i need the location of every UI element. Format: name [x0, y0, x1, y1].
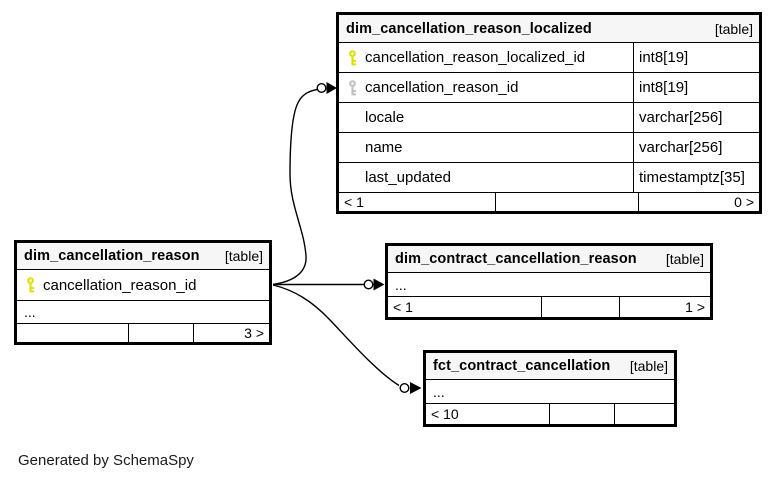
table-footer: < 1 1 > [388, 297, 710, 317]
column-row: cancellation_reason_id int8[19] [339, 73, 759, 103]
column-row: cancellation_reason_id [17, 270, 269, 301]
arrowhead-contract-reason [373, 278, 385, 291]
primary-key-icon [17, 277, 43, 293]
footer-mid [542, 297, 620, 317]
table-dim_cancellation_reason: dim_cancellation_reason [table] cancella… [14, 240, 272, 345]
table-title[interactable]: dim_cancellation_reason [24, 248, 200, 264]
table-type-tag: [table] [665, 251, 704, 267]
table-footer: 3 > [17, 324, 269, 342]
zero-cardinality-circle-contract-reason [363, 279, 374, 290]
table-type-tag: [table] [629, 358, 668, 374]
column-type: varchar[256] [633, 133, 759, 162]
table-type-tag: [table] [224, 248, 263, 264]
footer-children [615, 404, 674, 424]
footer-parents [17, 324, 129, 342]
footer-children: 3 > [244, 325, 264, 341]
arrowhead-localized [326, 82, 337, 94]
hidden-columns-ellipsis: ... [426, 380, 674, 404]
table-header[interactable]: fct_contract_cancellation [table] [426, 353, 674, 380]
table-header[interactable]: dim_contract_cancellation_reason [table] [388, 246, 710, 273]
hidden-columns-ellipsis: ... [17, 301, 269, 324]
footer-mid [550, 404, 615, 424]
column-type: varchar[256] [633, 103, 759, 132]
zero-cardinality-circle-fct [399, 383, 410, 394]
generated-by-label: Generated by SchemaSpy [18, 452, 194, 469]
hidden-columns-ellipsis: ... [388, 273, 710, 297]
column-type: int8[19] [633, 73, 759, 102]
table-title[interactable]: dim_contract_cancellation_reason [395, 251, 637, 267]
primary-key-icon [339, 49, 365, 66]
footer-parents: < 1 [388, 297, 542, 317]
table-footer: < 1 0 > [339, 193, 759, 211]
column-name: cancellation_reason_id [43, 276, 197, 294]
foreign-key-icon [339, 79, 365, 96]
column-name: cancellation_reason_id [365, 79, 519, 96]
footer-mid [129, 324, 194, 342]
column-row: name varchar[256] [339, 133, 759, 163]
column-name: name [365, 139, 403, 156]
footer-parents: < 10 [426, 404, 550, 424]
footer-mid [496, 193, 639, 211]
column-type: int8[19] [633, 43, 759, 72]
table-type-tag: [table] [714, 20, 753, 37]
table-dim_cancellation_reason_localized: dim_cancellation_reason_localized [table… [336, 12, 762, 214]
zero-cardinality-circle-localized [316, 82, 327, 93]
column-name: locale [365, 109, 405, 126]
footer-parents: < 1 [339, 193, 496, 211]
relationship-line-localized [272, 88, 318, 286]
relationship-line-fct [272, 284, 400, 387]
column-row: last_updated timestamptz[35] [339, 163, 759, 193]
table-header[interactable]: dim_cancellation_reason [table] [17, 243, 269, 270]
table-title[interactable]: fct_contract_cancellation [433, 358, 611, 374]
column-name: cancellation_reason_localized_id [365, 49, 586, 66]
table-header[interactable]: dim_cancellation_reason_localized [table… [339, 15, 759, 43]
footer-children: 1 > [685, 299, 705, 315]
column-type: timestamptz[35] [633, 163, 759, 192]
table-fct_contract_cancellation: fct_contract_cancellation [table] ... < … [423, 350, 677, 427]
table-dim_contract_cancellation_reason: dim_contract_cancellation_reason [table]… [385, 243, 713, 320]
footer-children: 0 > [734, 194, 754, 210]
column-name: last_updated [365, 169, 451, 186]
column-row: cancellation_reason_localized_id int8[19… [339, 43, 759, 73]
column-row: locale varchar[256] [339, 103, 759, 133]
table-title[interactable]: dim_cancellation_reason_localized [346, 20, 592, 37]
arrowhead-fct [410, 382, 422, 394]
table-footer: < 10 [426, 404, 674, 424]
